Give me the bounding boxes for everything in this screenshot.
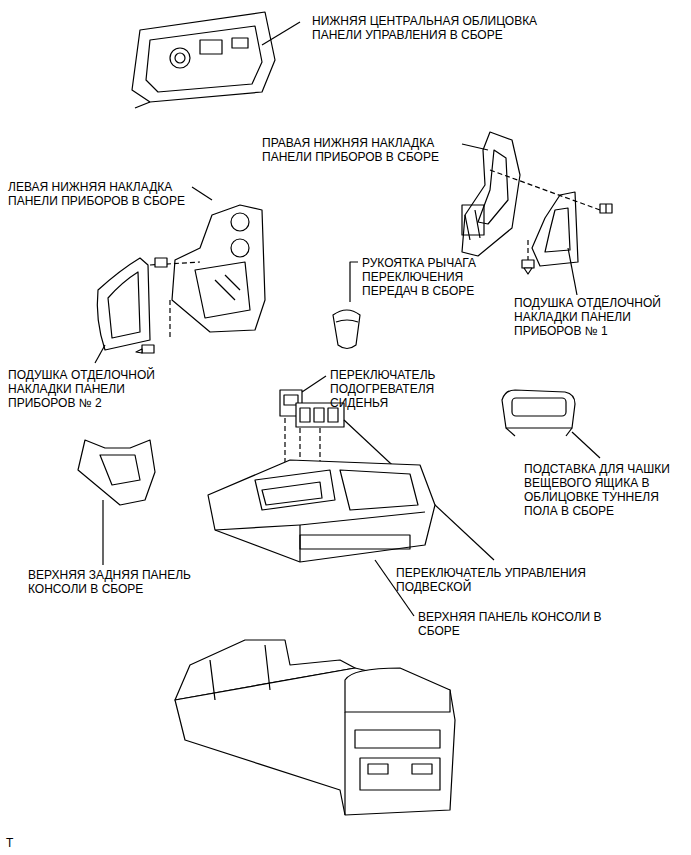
part-label: НИЖНЯЯ ЦЕНТРАЛЬНАЯ ОБЛИЦОВКА ПАНЕЛИ УПРА… (312, 14, 552, 42)
dashed-line (490, 170, 600, 210)
leader-line (95, 345, 105, 363)
leader-line (302, 376, 326, 392)
left-trim (172, 205, 265, 332)
clip (522, 260, 534, 274)
leader-line (102, 500, 103, 565)
screw (600, 204, 612, 213)
leader-line (350, 262, 358, 302)
figure-code: T (6, 836, 36, 850)
console-box (175, 640, 455, 815)
part-label: ВЕРХНЯЯ ПАНЕЛЬ КОНСОЛИ В СБОРЕ (418, 610, 613, 638)
part-label: ПОДУШКА ОТДЕЛОЧНОЙ НАКЛАДКИ ПАНЕЛИ ПРИБО… (514, 296, 679, 338)
part-label: РУКОЯТКА РЫЧАГА ПЕРЕКЛЮЧЕНИЯ ПЕРЕДАЧ В С… (362, 256, 502, 298)
cushion-1 (532, 192, 578, 266)
part-label: ПЕРЕКЛЮЧАТЕЛЬ УПРАВЛЕНИЯ ПОДВЕСКОЙ (396, 566, 631, 594)
leader-line (262, 22, 300, 45)
part-label: ПОДСТАВКА ДЛЯ ЧАШКИ ВЕЩЕВОГО ЯЩИКА В ОБЛ… (524, 462, 686, 518)
right-trim (462, 132, 520, 256)
upper-console-panel (208, 460, 435, 562)
part-label: ПЕРЕКЛЮЧАТЕЛЬ ПОДОГРЕВАТЕЛЯ СИДЕНЬЯ (330, 368, 448, 410)
clip (136, 345, 154, 353)
leader-line (568, 248, 577, 295)
dashed-line (527, 240, 528, 260)
cushion-2 (97, 258, 150, 350)
rear-console-panel (78, 440, 155, 505)
part-label: ПОДУШКА ОТДЕЛОЧНОЙ НАКЛАДКИ ПАНЕЛИ ПРИБО… (8, 368, 188, 410)
part-label: ПРАВАЯ НИЖНЯЯ НАКЛАДКА ПАНЕЛИ ПРИБОРОВ В… (262, 136, 457, 164)
center-trim (132, 12, 275, 108)
screw (155, 258, 167, 267)
part-label: ВЕРХНЯЯ ЗАДНЯЯ ПАНЕЛЬ КОНСОЛИ В СБОРЕ (28, 568, 203, 596)
shift-knob (333, 310, 360, 349)
leader-line (192, 187, 212, 200)
dashed-line (169, 300, 170, 340)
leader-line (462, 144, 488, 150)
part-label: ЛЕВАЯ НИЖНЯЯ НАКЛАДКА ПАНЕЛИ ПРИБОРОВ В … (8, 180, 190, 208)
leader-line (572, 432, 600, 458)
cup-holder (502, 390, 575, 436)
